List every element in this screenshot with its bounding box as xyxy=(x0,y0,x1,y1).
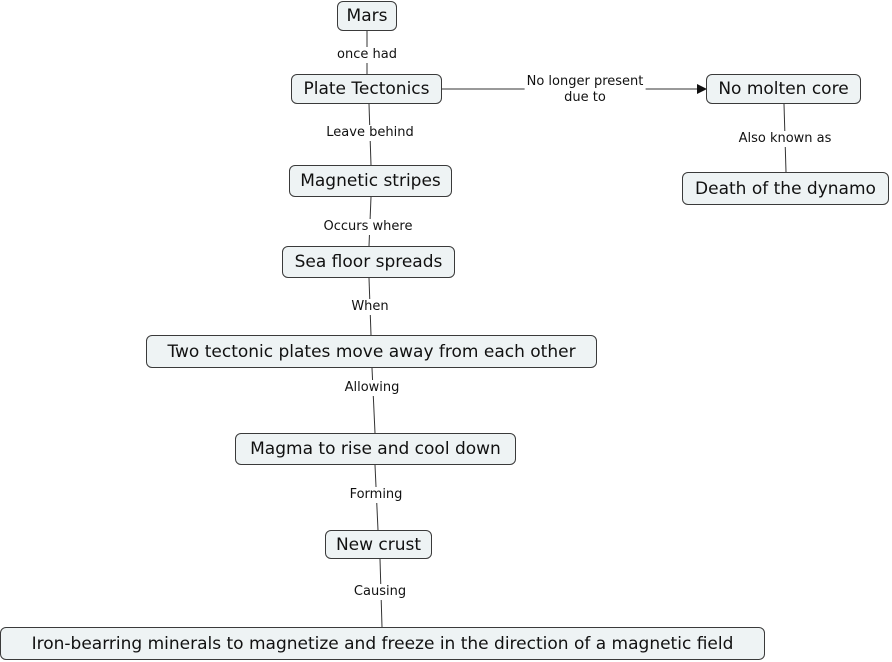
link-label-leave-behind: Leave behind xyxy=(324,125,416,141)
link-label-no-longer-present: No longer present due to xyxy=(524,74,646,106)
node-mars[interactable]: Mars xyxy=(337,1,397,31)
link-label-when: When xyxy=(349,299,391,315)
link-label-forming: Forming xyxy=(347,487,405,503)
link-label-once-had: once had xyxy=(335,47,399,63)
node-plate-tectonics[interactable]: Plate Tectonics xyxy=(291,74,442,104)
node-death-of-the-dynamo[interactable]: Death of the dynamo xyxy=(682,172,889,205)
node-magma-rise[interactable]: Magma to rise and cool down xyxy=(235,433,516,465)
node-sea-floor-spreads[interactable]: Sea floor spreads xyxy=(282,246,455,278)
link-label-also-known-as: Also known as xyxy=(736,131,834,147)
node-iron-minerals[interactable]: Iron-bearring minerals to magnetize and … xyxy=(0,627,765,660)
node-tectonic-plates-move[interactable]: Two tectonic plates move away from each … xyxy=(146,335,597,368)
node-no-molten-core[interactable]: No molten core xyxy=(706,74,861,104)
link-label-causing: Causing xyxy=(351,584,409,600)
node-new-crust[interactable]: New crust xyxy=(325,530,432,559)
node-magnetic-stripes[interactable]: Magnetic stripes xyxy=(289,165,452,197)
link-label-occurs-where: Occurs where xyxy=(321,219,415,235)
edge-platesmove-magma xyxy=(371,367,376,434)
link-label-allowing: Allowing xyxy=(342,380,402,396)
